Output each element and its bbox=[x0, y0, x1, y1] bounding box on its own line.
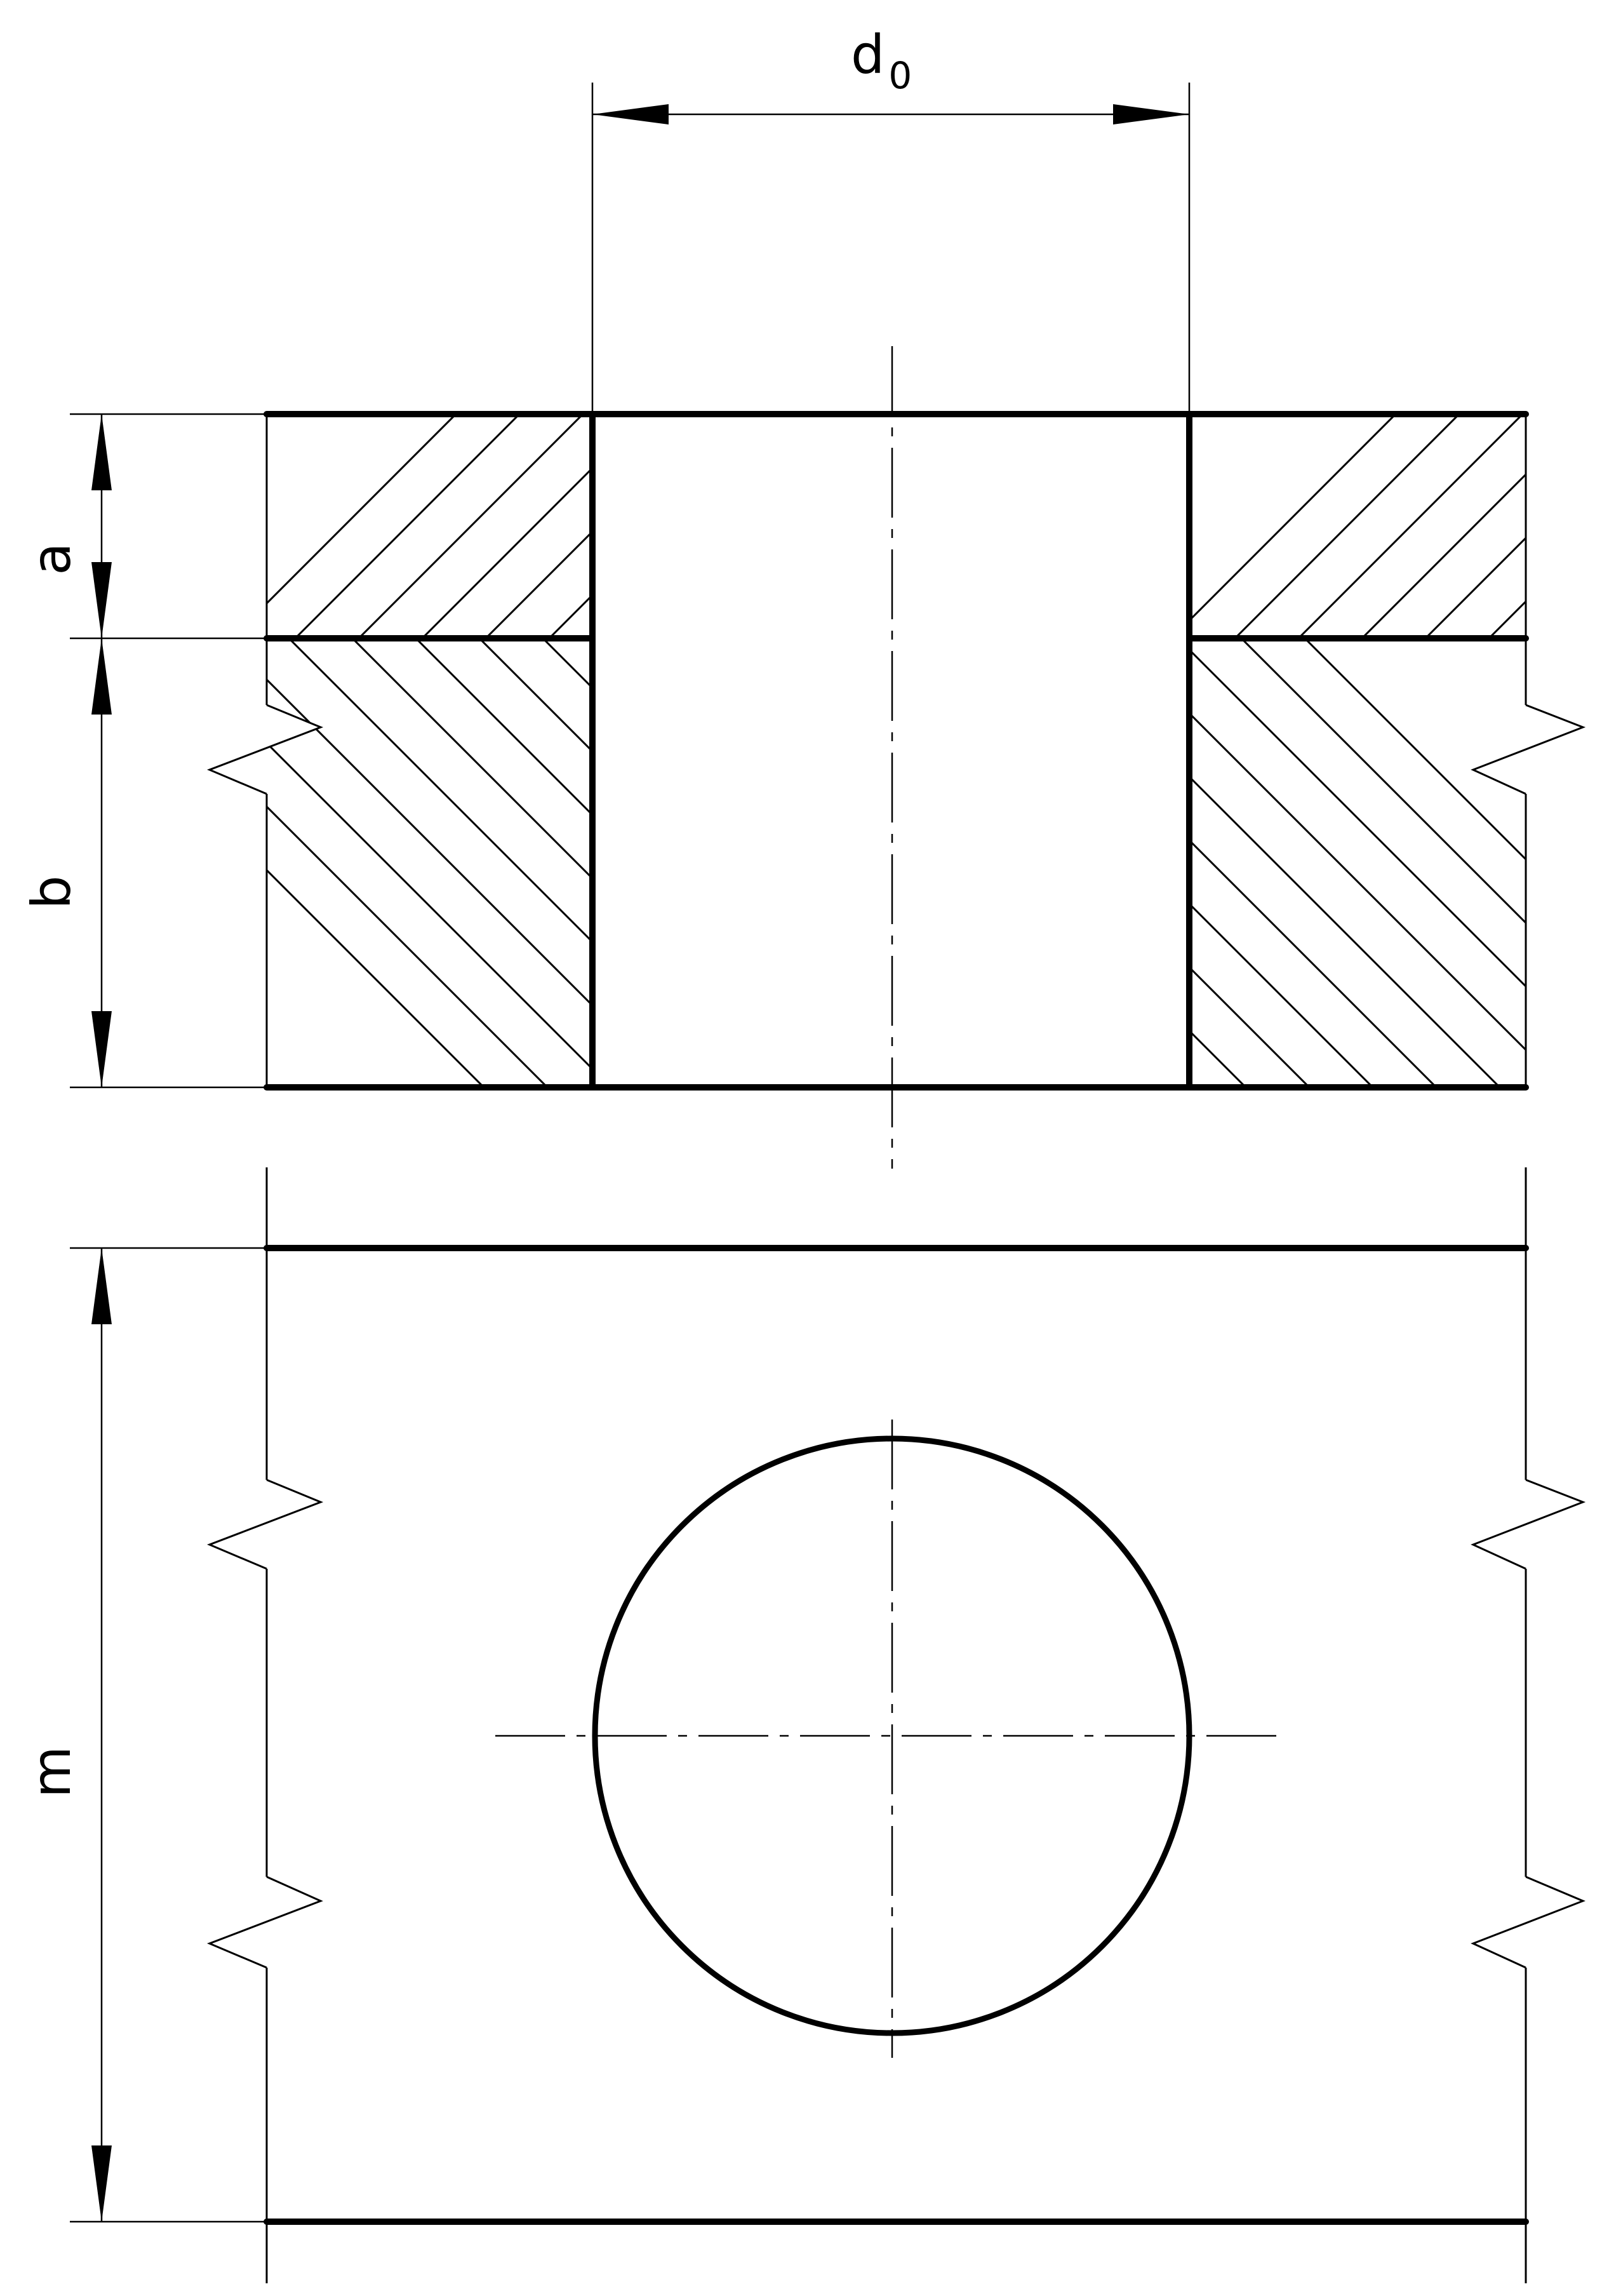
label-b: b bbox=[20, 875, 83, 909]
arrowhead-b-bottom bbox=[91, 1011, 112, 1087]
plan-edges-thick bbox=[264, 1245, 1529, 2225]
arrowhead-m-bottom bbox=[91, 2145, 112, 2222]
arrowhead-a-top bbox=[91, 414, 112, 490]
break-line-right bbox=[1471, 704, 1586, 795]
plan-break-right-lower bbox=[1471, 1876, 1585, 1969]
label-d0-subscript: 0 bbox=[888, 54, 912, 97]
plan-edges-thin bbox=[206, 1167, 1586, 2283]
plan-break-left-upper bbox=[206, 1479, 324, 1570]
arrowhead-b-top bbox=[91, 638, 112, 715]
hatch-lower-left bbox=[267, 638, 592, 1087]
label-d0-main: d bbox=[851, 23, 884, 86]
dimension-a-b bbox=[70, 413, 267, 1089]
hatch-lower-right bbox=[1189, 638, 1526, 1087]
section-view bbox=[206, 346, 1586, 1169]
arrowhead-m-top bbox=[91, 1248, 112, 1324]
label-m: m bbox=[20, 1746, 83, 1798]
arrowhead-d0-left bbox=[592, 104, 669, 124]
dimension-m bbox=[70, 1247, 267, 2223]
arrowhead-d0-right bbox=[1113, 104, 1189, 124]
arrowhead-a-bottom bbox=[91, 562, 112, 638]
break-line-left bbox=[206, 704, 324, 795]
section-outline-thick bbox=[264, 411, 1529, 1091]
plan-break-left-lower bbox=[206, 1876, 323, 1969]
plan-break-right-upper bbox=[1471, 1479, 1586, 1570]
label-a: a bbox=[20, 542, 83, 575]
break-gap-left bbox=[210, 705, 321, 794]
dimension-d0 bbox=[591, 83, 1191, 414]
plan-view bbox=[206, 1167, 1586, 2283]
section-outline-thin bbox=[206, 414, 1586, 1087]
